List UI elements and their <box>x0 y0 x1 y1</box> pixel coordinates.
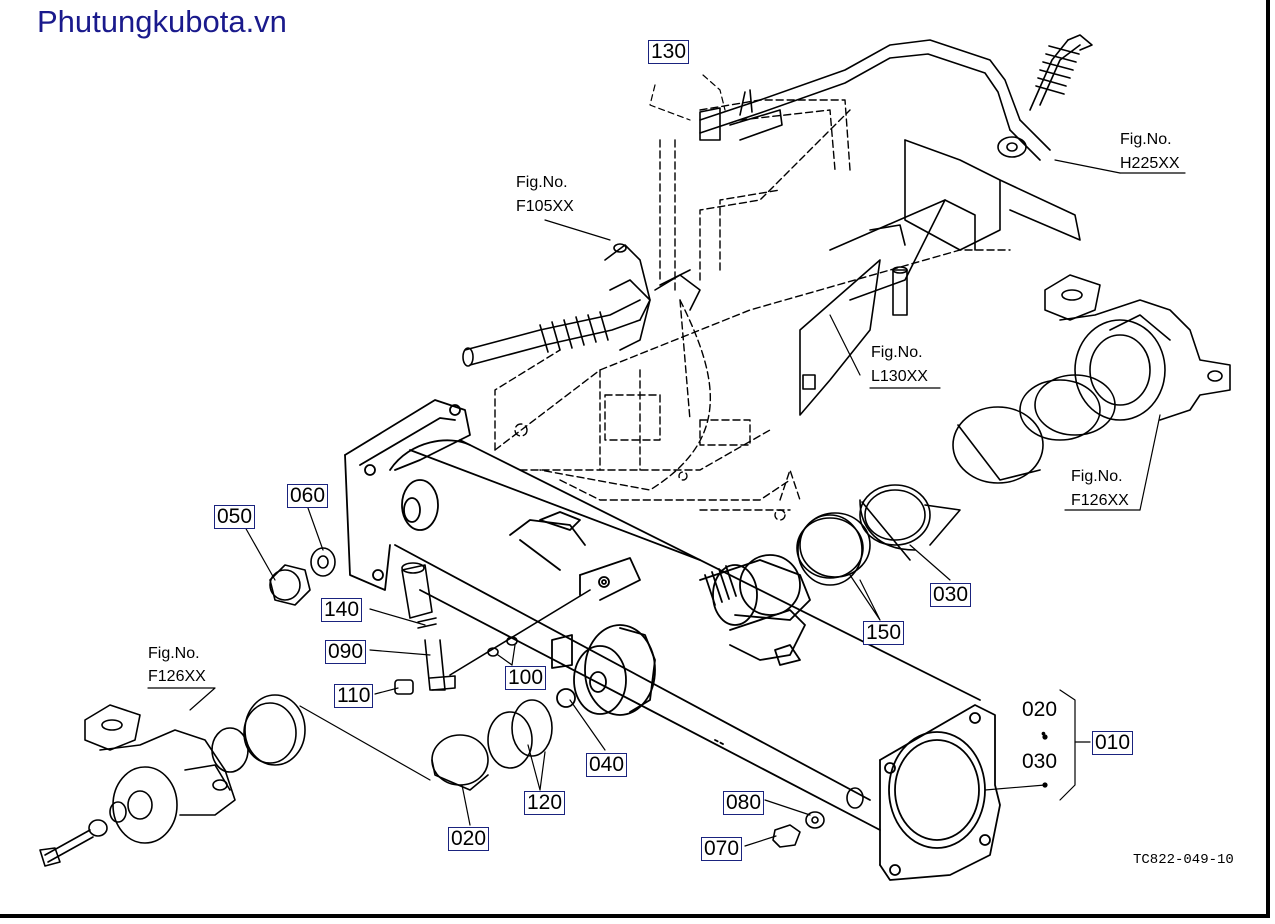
callout-090[interactable]: 090 <box>325 640 367 664</box>
callout-150[interactable]: 150 <box>863 621 905 645</box>
assembly-list-020: 020 <box>1022 698 1058 721</box>
axle-housing <box>344 399 1001 881</box>
drawing-code: TC822-049-10 <box>1133 852 1234 868</box>
right-hub <box>1044 274 1231 421</box>
callout-070[interactable]: 070 <box>701 837 743 861</box>
callout-040[interactable]: 040 <box>586 753 628 777</box>
callout-110[interactable]: 110 <box>334 684 374 708</box>
brake-rod-assembly <box>699 34 1093 161</box>
bushing-set-right <box>796 374 1116 579</box>
fig-ref-f105-label[interactable]: Fig.No. <box>516 174 568 191</box>
callout-140[interactable]: 140 <box>321 598 363 622</box>
fig-ref-f126-right-code[interactable]: F126XX <box>1071 492 1129 509</box>
callout-100[interactable]: 100 <box>505 666 547 690</box>
watermark: Phutungkubota.vn <box>37 4 287 39</box>
leader-lines <box>147 74 1186 847</box>
callout-060[interactable]: 060 <box>287 484 329 508</box>
fig-ref-h225-code[interactable]: H225XX <box>1120 155 1180 172</box>
callout-010[interactable]: 010 <box>1092 731 1134 755</box>
pedal-bracket <box>799 139 1081 416</box>
small-parts <box>269 514 864 848</box>
assembly-list-030: 030 <box>1022 750 1058 773</box>
tractor-frame-dashed <box>494 99 1011 521</box>
fig-ref-f126-right-label[interactable]: Fig.No. <box>1071 468 1123 485</box>
assembly-list-dot: • <box>1041 725 1046 741</box>
callout-050[interactable]: 050 <box>214 505 256 529</box>
fig-ref-l130-label[interactable]: Fig.No. <box>871 344 923 361</box>
callout-080[interactable]: 080 <box>723 791 765 815</box>
fig-ref-f126-left-label[interactable]: Fig.No. <box>148 645 200 662</box>
callout-130[interactable]: 130 <box>648 40 690 64</box>
fig-ref-f105-code[interactable]: F105XX <box>516 198 574 215</box>
callout-020[interactable]: 020 <box>448 827 490 851</box>
fig-ref-l130-code[interactable]: L130XX <box>871 368 928 385</box>
left-hub <box>39 694 306 867</box>
fig-ref-f126-left-code[interactable]: F126XX <box>148 668 206 685</box>
fig-ref-h225-label[interactable]: Fig.No. <box>1120 131 1172 148</box>
callout-030[interactable]: 030 <box>930 583 972 607</box>
callout-120[interactable]: 120 <box>524 791 566 815</box>
pedal-arm-left <box>462 243 701 367</box>
